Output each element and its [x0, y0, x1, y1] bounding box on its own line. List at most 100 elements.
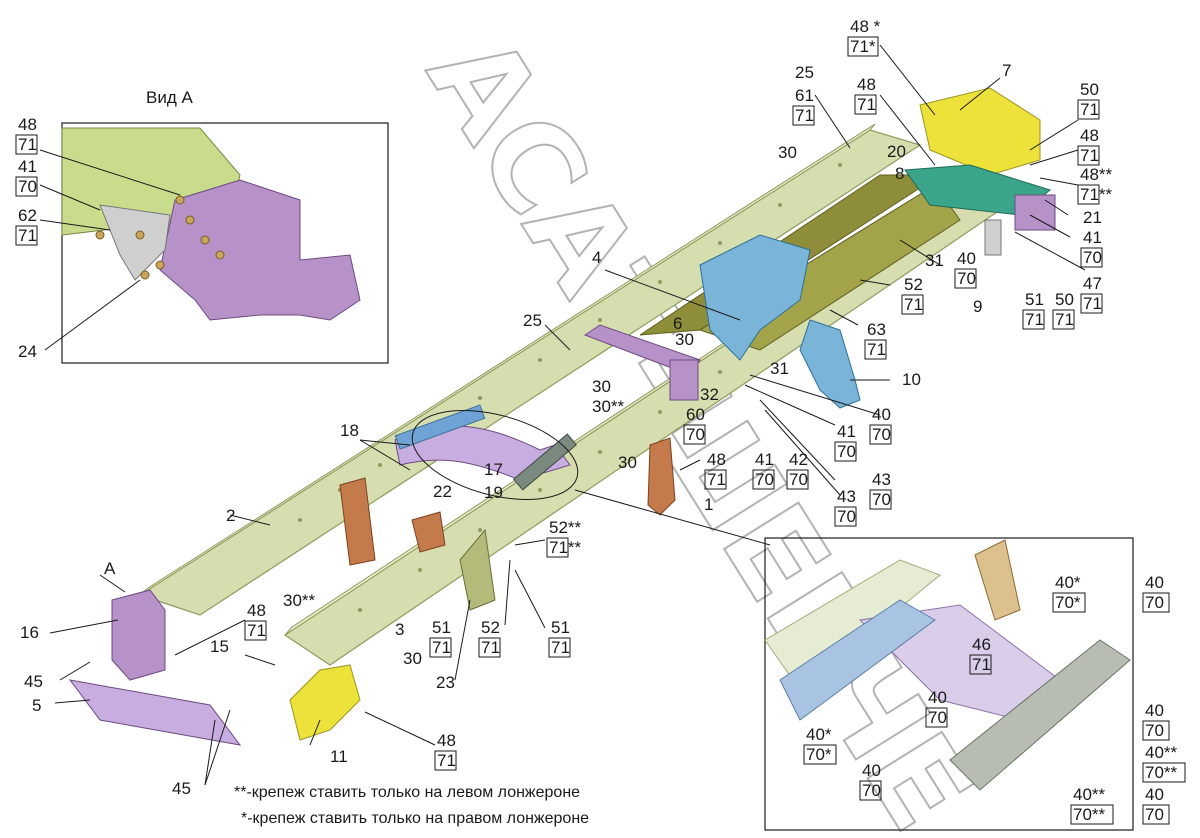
callout-2: 2	[226, 506, 235, 525]
callout-48-top-71: 71	[857, 95, 876, 114]
callout-box	[1052, 309, 1075, 330]
callout-box	[969, 654, 992, 675]
callout-box	[1022, 309, 1045, 330]
callout-16: 16	[20, 623, 39, 642]
callout-20: 20	[887, 142, 906, 161]
bumper-5	[68, 679, 242, 746]
callout-50-mid-71: 71	[1055, 310, 1074, 329]
leader-lines	[39, 44, 1086, 786]
callout-48-inset: 48	[18, 115, 37, 134]
callout-7: 7	[1002, 61, 1011, 80]
callout-box	[901, 294, 924, 315]
callout-71-inset-b: 71	[18, 226, 37, 245]
callout-62-inset: 62	[18, 206, 37, 225]
callout-d70-bl: 70	[862, 781, 881, 800]
callout-41-mid-70: 70	[837, 442, 856, 461]
bracket-16	[111, 589, 166, 681]
callout-63: 63	[867, 320, 886, 339]
callout-3: 3	[395, 620, 404, 639]
callout-arrow-a: A	[104, 559, 116, 578]
note-right-rail-only: *-крепеж ставить только на правом лонжер…	[241, 810, 589, 827]
callout-43-lower: 43	[837, 487, 856, 506]
callout-d40-br: 40	[1145, 785, 1164, 804]
callout-71ss: 71**	[1080, 185, 1113, 204]
callout-d40ss-bottom: 40**	[1073, 785, 1106, 804]
callout-48ss: 48**	[1080, 165, 1113, 184]
callout-30-center: 30	[618, 453, 637, 472]
callout-21: 21	[1083, 208, 1102, 227]
inset-frame-detail	[764, 537, 1134, 831]
callout-box	[925, 707, 948, 728]
callout-31-mid: 31	[770, 359, 789, 378]
callout-70-inset: 70	[18, 177, 37, 196]
callout-63-71: 71	[867, 340, 886, 359]
callout-d70-br: 70	[1145, 805, 1164, 824]
detail-bracket-brown	[974, 539, 1021, 621]
callout-box	[1142, 592, 1170, 613]
callout-box	[15, 176, 38, 197]
callout-18: 18	[340, 421, 359, 440]
callout-41-center-70: 70	[755, 470, 774, 489]
callout-box	[859, 780, 882, 801]
callout-box	[803, 744, 837, 765]
inset-bracket	[159, 179, 361, 321]
callout-30-mid: 30	[675, 330, 694, 349]
callout-41-center: 41	[755, 450, 774, 469]
bracket-9	[984, 219, 1002, 256]
callout-9: 9	[973, 297, 982, 316]
callout-50-top-71: 71	[1080, 100, 1099, 119]
note-left-rail-only: **-крепеж ставить только на левом лонжер…	[234, 784, 580, 801]
detail-marker-line	[574, 489, 771, 546]
callout-48-center: 48	[707, 450, 726, 469]
callout-15: 15	[210, 637, 229, 656]
callout-48-right: 48	[1080, 126, 1099, 145]
callout-d70-mid: 70	[928, 708, 947, 727]
frame-assembly	[138, 123, 1002, 666]
callout-box	[869, 424, 892, 445]
callout-50-top: 50	[1080, 80, 1099, 99]
callout-box	[546, 537, 569, 558]
callout-51-top-71: 71	[1025, 310, 1044, 329]
bracket-22	[411, 511, 446, 553]
inset-lug	[99, 204, 171, 281]
callout-51-right-71: 71	[551, 638, 570, 657]
callout-30ss-lower: 30**	[283, 591, 316, 610]
tow-bracket-11	[289, 664, 361, 741]
callout-box	[478, 637, 501, 658]
callout-box	[15, 134, 38, 155]
bracket-1	[647, 437, 676, 516]
callout-box	[434, 750, 457, 771]
callout-box	[1142, 762, 1186, 783]
callout-32: 32	[700, 385, 719, 404]
callout-d40-tr: 40	[1145, 573, 1164, 592]
callout-box	[548, 637, 571, 658]
callout-52-lower: 52	[481, 618, 500, 637]
callout-box	[1077, 145, 1100, 166]
callout-d40-right: 40	[1145, 701, 1164, 720]
callout-45-left: 45	[24, 672, 43, 691]
callout-box	[1077, 99, 1100, 120]
callout-52-lower-71: 71	[481, 638, 500, 657]
components	[68, 87, 1056, 746]
inset-detail	[411, 410, 1134, 831]
callout-d40-mid: 40	[928, 688, 947, 707]
callout-box	[1142, 804, 1170, 825]
callout-d70star: 70*	[1055, 593, 1081, 612]
callout-48-top: 48	[857, 75, 876, 94]
callout-box	[1077, 184, 1100, 205]
callout-41-right: 41	[1083, 228, 1102, 247]
callout-47-71: 71	[1083, 294, 1102, 313]
callout-60: 60	[686, 405, 705, 424]
callout-51-top: 51	[1025, 290, 1044, 309]
callout-box	[1142, 720, 1170, 741]
callout-d70ss-right: 70**	[1145, 763, 1178, 782]
callout-11: 11	[330, 747, 348, 766]
callout-box	[1052, 592, 1086, 613]
hanger-23	[459, 528, 496, 611]
callout-1: 1	[704, 495, 713, 514]
callout-box	[683, 424, 706, 445]
callout-51-lower: 51	[432, 618, 451, 637]
callout-box	[834, 441, 857, 462]
callout-48-right-71: 71	[1080, 146, 1099, 165]
